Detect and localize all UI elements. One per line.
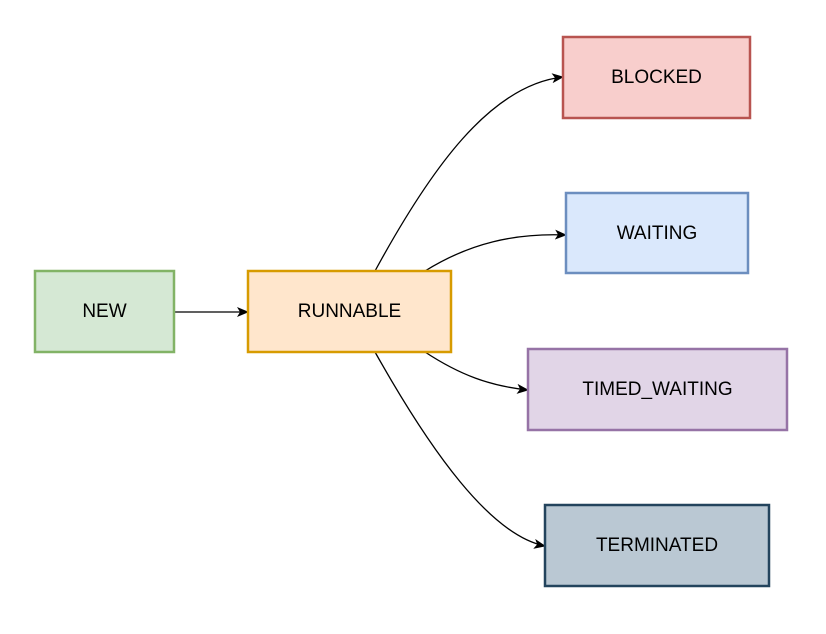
node-runnable-box (246, 269, 453, 354)
node-timed-waiting-box (526, 347, 789, 432)
node-new-box (33, 269, 176, 354)
edge-runnable-to-blocked (374, 73, 564, 272)
node-terminated: TERMINATED (543, 503, 771, 588)
node-waiting: WAITING (564, 191, 750, 275)
node-blocked: BLOCKED (561, 35, 752, 120)
node-new: NEW (33, 269, 176, 354)
node-waiting-box (564, 191, 750, 275)
node-blocked-label: BLOCKED (611, 67, 702, 88)
node-timed-waiting: TIMED_WAITING (526, 347, 789, 432)
edges (174, 73, 567, 549)
node-terminated-box (543, 503, 771, 588)
node-terminated-label: TERMINATED (596, 535, 718, 556)
edge-runnable-to-timed-waiting (424, 351, 529, 394)
node-blocked-box (561, 35, 752, 120)
node-timed-waiting-label: TIMED_WAITING (582, 379, 732, 400)
node-runnable: RUNNABLE (246, 269, 453, 354)
node-waiting-label: WAITING (617, 223, 698, 244)
edge-runnable-to-waiting (424, 229, 567, 272)
node-new-label: NEW (82, 301, 126, 322)
node-runnable-label: RUNNABLE (298, 301, 401, 322)
edge-runnable-to-terminated (374, 351, 546, 549)
